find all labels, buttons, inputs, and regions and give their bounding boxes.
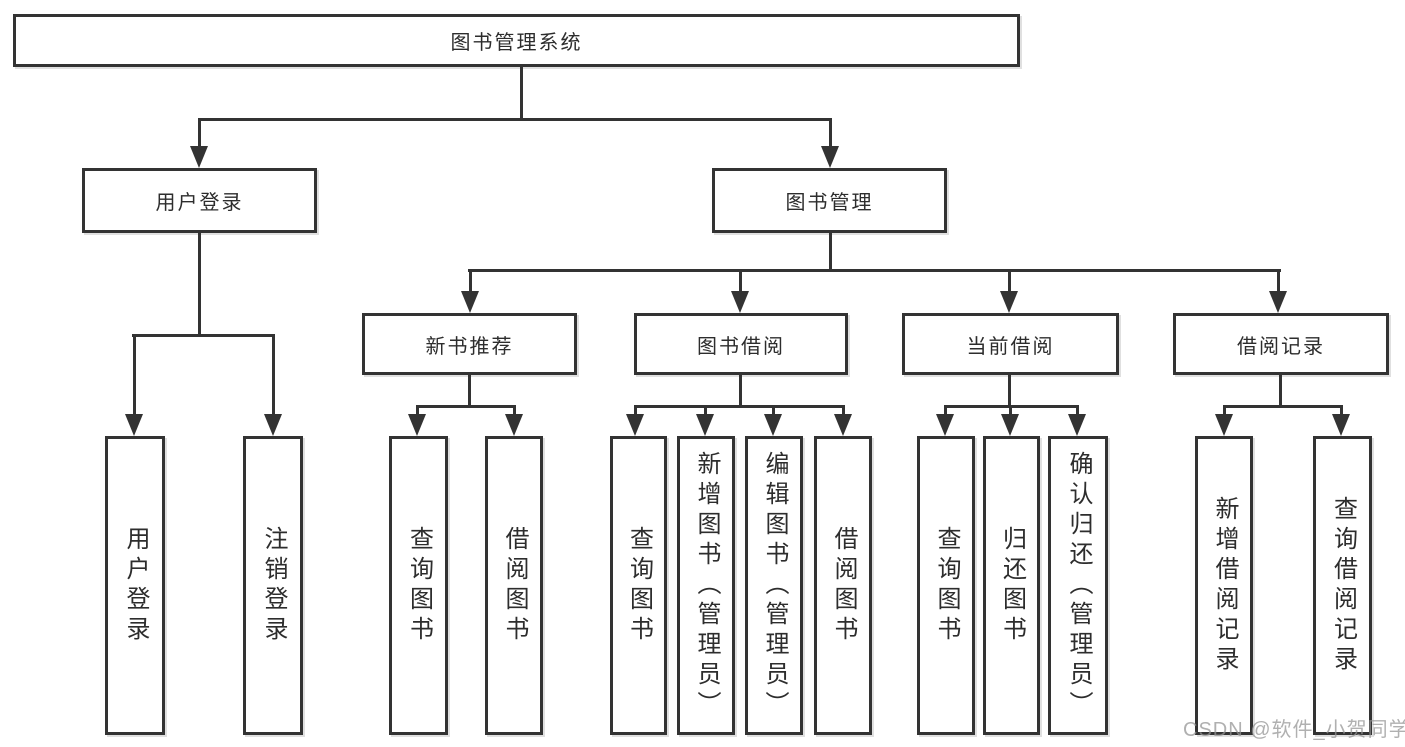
arrow-down-icon	[731, 291, 749, 313]
node-user-login: 用户登录	[82, 168, 317, 233]
connector-leaf	[1076, 405, 1079, 416]
connector-to-book-management	[829, 118, 832, 148]
node-current-borrow: 当前借阅	[902, 313, 1119, 375]
connector-leaf	[772, 405, 775, 416]
arrow-down-icon	[821, 146, 839, 168]
arrow-down-icon	[626, 414, 644, 436]
leaf-add-borrow-record: 新增借阅记录	[1195, 436, 1253, 735]
leaf-query-borrow-record: 查询借阅记录	[1313, 436, 1372, 735]
node-library-management-system: 图书管理系统	[13, 14, 1020, 67]
arrow-down-icon	[505, 414, 523, 436]
connector-leaf	[1223, 405, 1226, 416]
leaf-borrow-books-recommend: 借阅图书	[485, 436, 543, 735]
connector-leaf	[1009, 405, 1012, 416]
connector-leaf	[1340, 405, 1343, 416]
leaf-logout: 注销登录	[243, 436, 303, 735]
arrow-down-icon	[696, 414, 714, 436]
leaf-query-books-current: 查询图书	[917, 436, 975, 735]
connector-book-management-stem	[829, 233, 832, 271]
connector-leaf	[513, 405, 516, 416]
csdn-watermark: CSDN @软件_小贺同学	[1183, 719, 1405, 741]
arrow-down-icon	[1000, 291, 1018, 313]
connector-book-borrow-split	[634, 405, 845, 408]
leaf-add-books-admin: 新增图书（管理员）	[677, 436, 735, 735]
connector-to-new-book-recommend	[469, 269, 472, 293]
connector-current-borrow-stem	[1008, 375, 1011, 408]
connector-book-borrow-stem	[739, 375, 742, 408]
leaf-confirm-return-admin: 确认归还（管理员）	[1048, 436, 1108, 735]
arrow-down-icon	[408, 414, 426, 436]
node-new-book-recommend: 新书推荐	[362, 313, 577, 375]
arrow-down-icon	[1068, 414, 1086, 436]
node-book-management: 图书管理	[712, 168, 947, 233]
connector-borrow-records-split	[1223, 405, 1343, 408]
connector-to-leaf-user-login	[133, 334, 136, 416]
connector-new-book-recommend-split	[416, 405, 516, 408]
leaf-user-login: 用户登录	[105, 436, 165, 735]
leaf-query-books-borrow: 查询图书	[610, 436, 667, 735]
connector-leaf	[704, 405, 707, 416]
arrow-down-icon	[764, 414, 782, 436]
connector-root-split	[198, 118, 832, 121]
arrow-down-icon	[1269, 291, 1287, 313]
connector-to-current-borrow	[1008, 269, 1011, 293]
node-book-borrow: 图书借阅	[634, 313, 848, 375]
connector-leaf	[634, 405, 637, 416]
arrow-down-icon	[264, 414, 282, 436]
connector-new-book-recommend-stem	[468, 375, 471, 408]
arrow-down-icon	[834, 414, 852, 436]
connector-root-stem	[520, 67, 523, 119]
leaf-query-books-recommend: 查询图书	[389, 436, 448, 735]
connector-to-leaf-logout	[272, 334, 275, 416]
leaf-borrow-books: 借阅图书	[814, 436, 872, 735]
arrow-down-icon	[936, 414, 954, 436]
connector-book-management-split	[468, 269, 1281, 272]
connector-user-login-stem	[198, 233, 201, 336]
connector-to-user-login	[198, 118, 201, 148]
connector-borrow-records-stem	[1279, 375, 1282, 408]
leaf-return-books: 归还图书	[983, 436, 1040, 735]
arrow-down-icon	[461, 291, 479, 313]
arrow-down-icon	[1215, 414, 1233, 436]
node-borrow-records: 借阅记录	[1173, 313, 1389, 375]
leaf-edit-books-admin: 编辑图书（管理员）	[745, 436, 803, 735]
arrow-down-icon	[1001, 414, 1019, 436]
arrow-down-icon	[1332, 414, 1350, 436]
connector-leaf	[416, 405, 419, 416]
connector-to-borrow-records	[1277, 269, 1280, 293]
connector-leaf	[842, 405, 845, 416]
connector-user-login-split	[132, 334, 275, 337]
connector-to-book-borrow	[739, 269, 742, 293]
connector-leaf	[944, 405, 947, 416]
arrow-down-icon	[190, 146, 208, 168]
arrow-down-icon	[125, 414, 143, 436]
